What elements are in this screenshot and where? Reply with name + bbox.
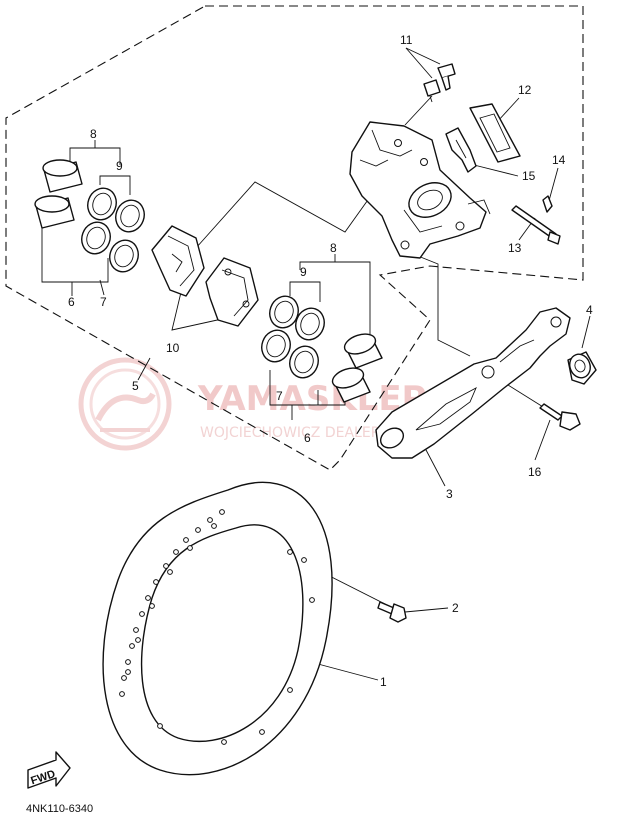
- disc-hole: [157, 723, 163, 729]
- piston-right-bottom: [331, 367, 371, 403]
- disc-hole: [287, 687, 293, 693]
- callout-9-left: 9: [116, 159, 123, 173]
- pad-pin: [511, 205, 561, 245]
- callout-7-left: 7: [100, 295, 107, 309]
- disc-hole: [119, 691, 125, 697]
- piston-left-bottom: [34, 195, 75, 229]
- callout-4: 4: [586, 303, 593, 317]
- callout-16: 16: [528, 465, 542, 479]
- forward-direction-arrow-icon: FWD: [27, 751, 71, 789]
- seal-rings-right: [261, 295, 325, 379]
- callout-11: 11: [400, 33, 413, 47]
- disc-hole: [287, 549, 293, 555]
- piston-right-top: [343, 333, 383, 369]
- callout-13: 13: [508, 241, 522, 255]
- callout-9-right: 9: [300, 265, 307, 279]
- disc-hole: [173, 549, 179, 555]
- disc-hole: [221, 739, 227, 745]
- collar: [567, 351, 597, 385]
- callout-12: 12: [518, 83, 532, 97]
- disc-hole: [211, 523, 217, 529]
- caliper-bracket: [375, 307, 571, 459]
- caliper-assembly-boundary: [5, 5, 584, 471]
- callout-2: 2: [452, 601, 459, 615]
- disc-hole: [153, 579, 159, 585]
- disc-hole: [195, 527, 201, 533]
- piston-left-top: [42, 159, 83, 193]
- disc-hole: [219, 509, 225, 515]
- callout-15: 15: [522, 169, 536, 183]
- disc-hole: [167, 569, 173, 575]
- disc-hole: [207, 517, 213, 523]
- disc-hole: [133, 627, 139, 633]
- disc-hole: [145, 595, 151, 601]
- bracket-bolt: [539, 403, 581, 431]
- disc-hole: [139, 611, 145, 617]
- seal-rings-left: [81, 187, 145, 273]
- brake-pad-outer: [151, 225, 205, 297]
- disc-hole: [163, 563, 169, 569]
- disc-hole: [121, 675, 127, 681]
- disc-hole: [149, 603, 155, 609]
- disc-bolt: [377, 601, 407, 623]
- pad-shim: [469, 103, 521, 163]
- bleed-screw-upper: [437, 63, 456, 91]
- disc-hole: [187, 545, 193, 551]
- disc-vent-holes: [119, 509, 315, 745]
- disc-hole: [129, 643, 135, 649]
- disc-hole: [259, 729, 265, 735]
- pad-pin-clip: [542, 195, 553, 213]
- callout-labels: 8 9 6 7 10 5 8 9 7 6 11 12 15 14 13 4 16…: [68, 33, 593, 689]
- disc-hole: [301, 557, 307, 563]
- callout-5: 5: [132, 379, 139, 393]
- callout-8-left: 8: [90, 127, 97, 141]
- callout-1: 1: [380, 675, 387, 689]
- disc-hole: [125, 669, 131, 675]
- disc-hole: [125, 659, 131, 665]
- leader-lines: [41, 47, 591, 681]
- callout-3: 3: [446, 487, 453, 501]
- brake-caliper-body: [349, 121, 491, 259]
- callout-8-right: 8: [330, 241, 337, 255]
- callout-6-left: 6: [68, 295, 75, 309]
- disc-hole: [135, 637, 141, 643]
- pad-spring: [445, 127, 477, 173]
- diagram-code: 4NK110-6340: [26, 803, 93, 815]
- brake-disc: [102, 481, 333, 776]
- brake-pad-inner: [205, 257, 259, 327]
- callout-7-right: 7: [276, 389, 283, 403]
- callout-6-right: 6: [304, 431, 311, 445]
- bleed-screw-lower: [423, 79, 441, 103]
- disc-hole: [183, 537, 189, 543]
- disc-hole: [309, 597, 315, 603]
- callout-10: 10: [166, 341, 180, 355]
- watermark-logo-icon: [78, 357, 172, 451]
- callout-14: 14: [552, 153, 566, 167]
